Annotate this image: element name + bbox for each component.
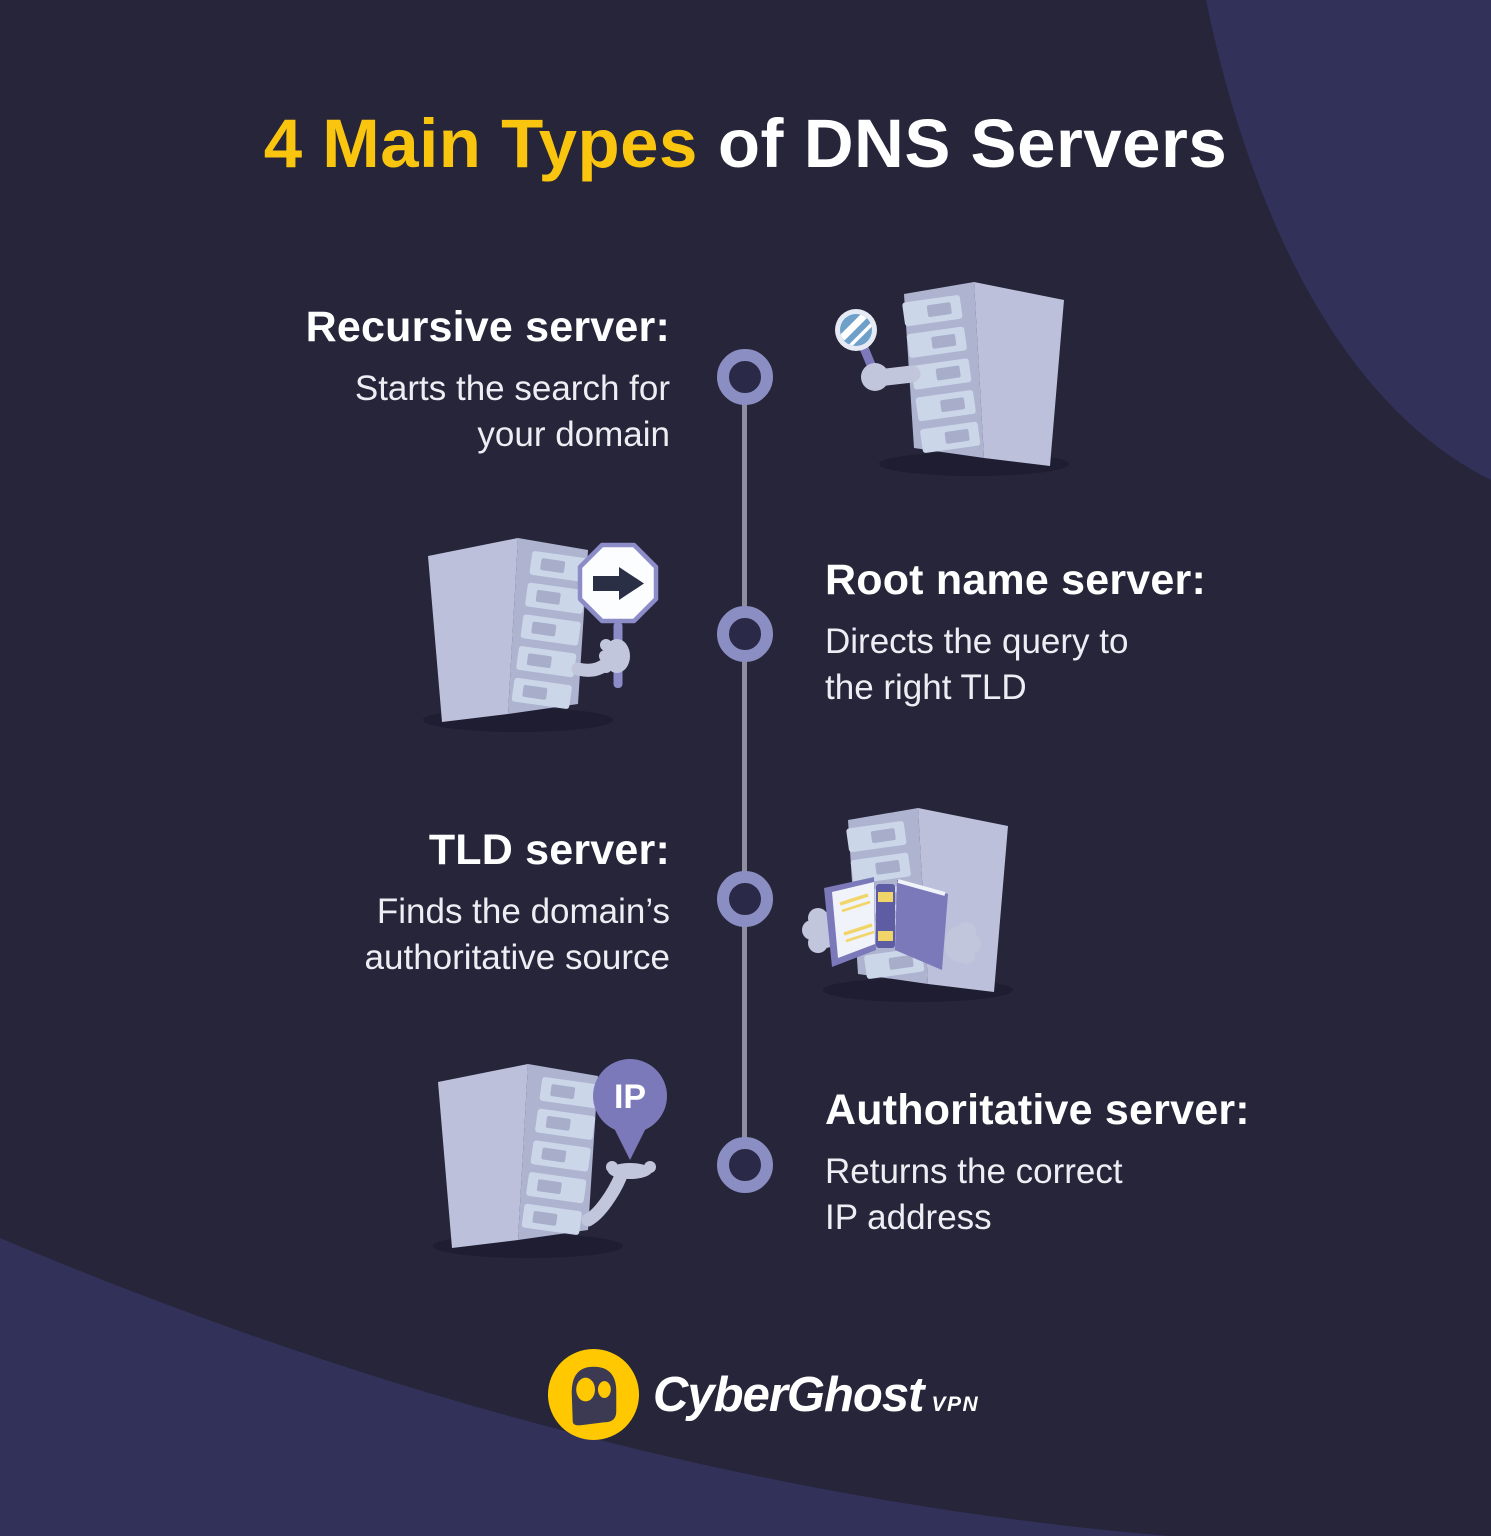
title-highlight: 4 Main Types (263, 105, 698, 182)
tld-body-line-2: authoritative source (364, 938, 670, 978)
cyberghost-logo: CyberGhost VPN (546, 1347, 979, 1442)
direction-sign-icon (571, 542, 659, 688)
section-authoritative-text: Authoritative server: Returns the correc… (825, 1086, 1425, 1241)
section-root-text: Root name server: Directs the query to t… (825, 556, 1405, 711)
server-with-magnifying-glass-icon (835, 282, 1069, 476)
root-heading: Root name server: (825, 556, 1206, 604)
ip-pin-icon: IP (581, 1059, 667, 1227)
ghost-icon (547, 1348, 640, 1441)
title-rest: of DNS Servers (717, 105, 1228, 182)
tld-heading: TLD server: (428, 826, 670, 874)
timeline-node-authoritative (717, 1137, 773, 1193)
authoritative-body-line-2: IP address (825, 1198, 992, 1238)
magnifying-glass-icon (835, 309, 921, 391)
timeline-node-root (717, 606, 773, 662)
timeline-node-tld (717, 871, 773, 927)
brand-suffix: VPN (931, 1392, 980, 1416)
ip-pin-label: IP (614, 1078, 646, 1116)
server-reading-book-icon (802, 808, 1013, 1002)
brand-name: CyberGhost (653, 1367, 924, 1422)
logo-text: CyberGhost VPN (653, 1367, 979, 1423)
root-body-line-1: Directs the query to (825, 622, 1129, 661)
timeline-node-recursive (717, 349, 773, 405)
background-blob-top-right (1206, 0, 1491, 480)
recursive-body-line-1: Starts the search for (354, 369, 670, 408)
authoritative-body-line-1: Returns the correct (825, 1152, 1123, 1191)
server-holding-ip-pin-icon: IP (433, 1059, 667, 1258)
authoritative-heading: Authoritative server: (825, 1086, 1250, 1134)
timeline-line (742, 377, 747, 1165)
background-blob-bottom-left (0, 1238, 1170, 1536)
recursive-heading: Recursive server: (305, 303, 670, 351)
recursive-body-line-2: your domain (477, 415, 670, 455)
tld-body-line-1: Finds the domain’s (376, 892, 670, 931)
open-book-icon (802, 877, 981, 970)
section-recursive-text: Recursive server: Starts the search for … (130, 303, 670, 458)
server-with-direction-sign-icon (423, 538, 659, 732)
root-body-line-2: the right TLD (825, 668, 1027, 708)
section-tld-text: TLD server: Finds the domain’s authorita… (130, 826, 670, 981)
